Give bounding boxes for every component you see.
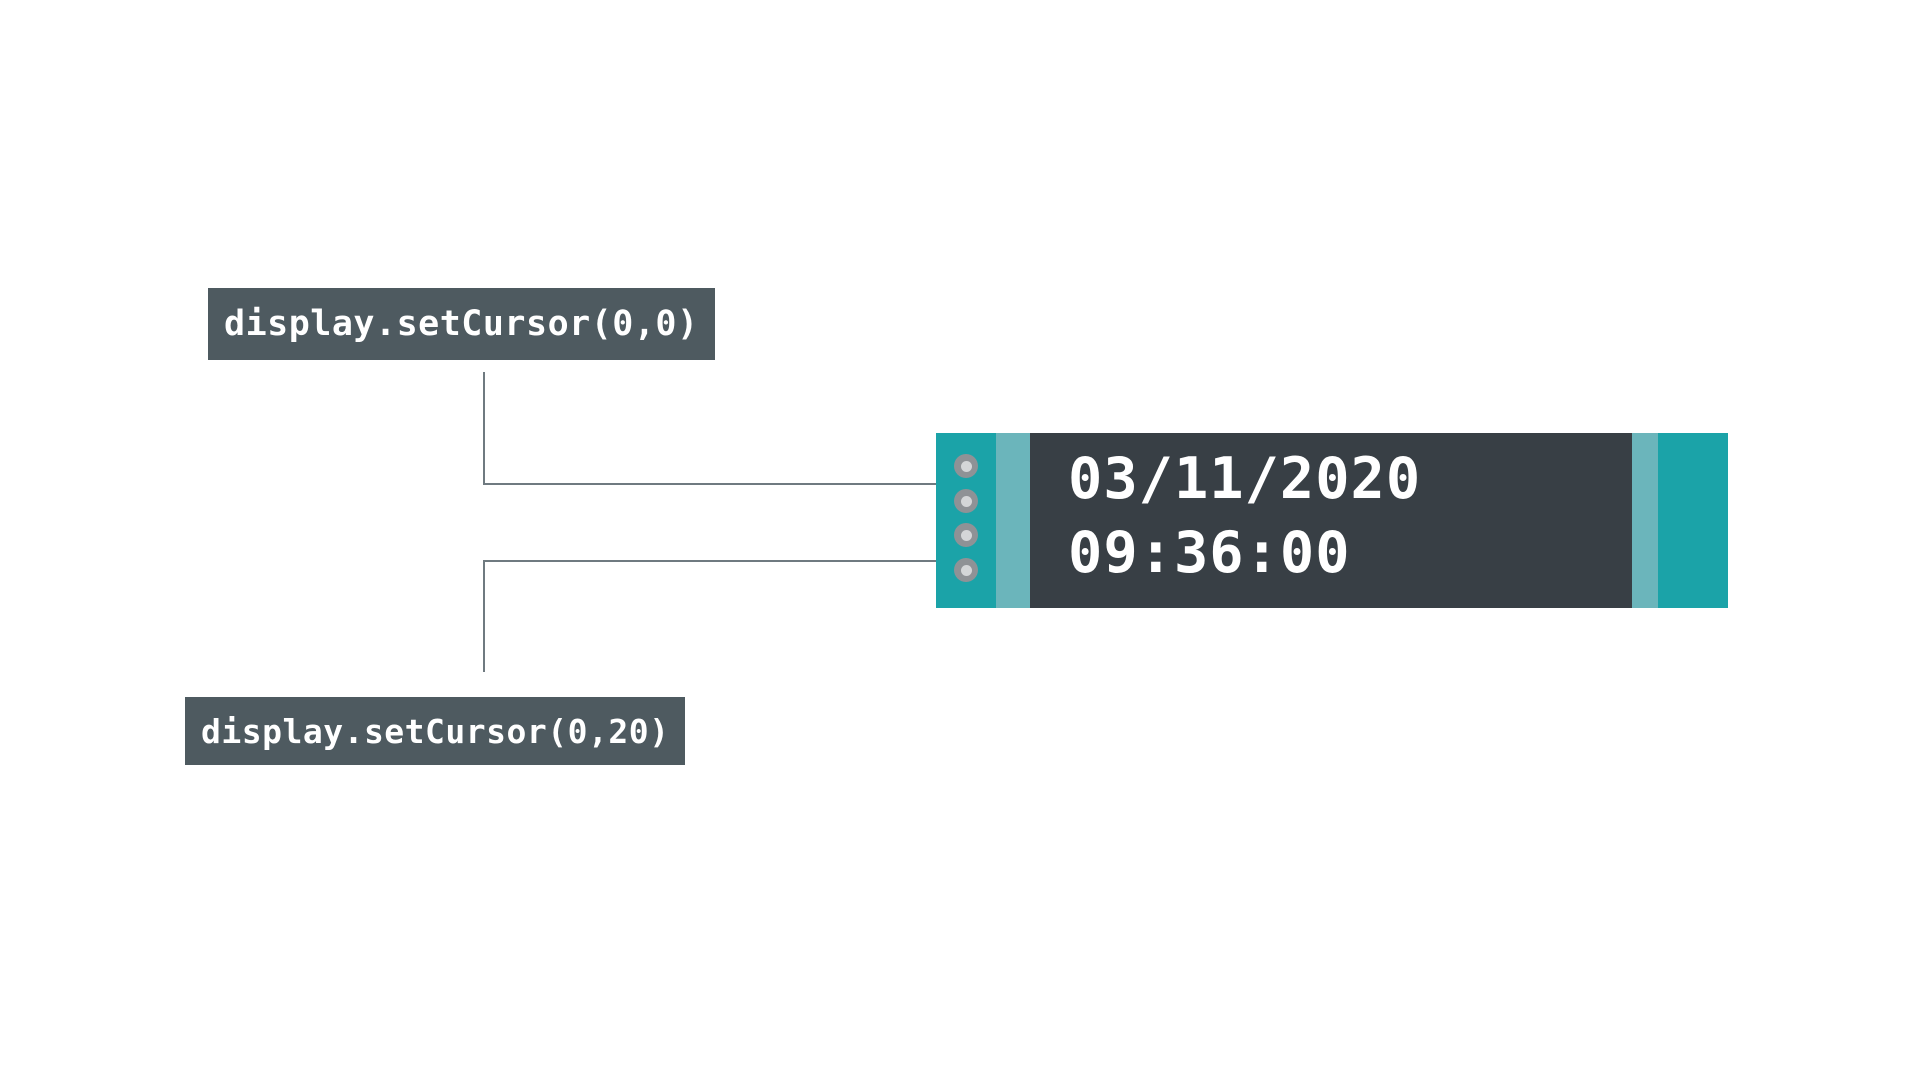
pcb-band-right — [1632, 433, 1658, 608]
mounting-pin-icon — [954, 523, 978, 547]
screen-line-date: 03/11/2020 — [1068, 446, 1422, 512]
pcb-band-left — [996, 433, 1030, 608]
pcb-strip-left — [936, 433, 996, 608]
mounting-pin-icon — [954, 558, 978, 582]
display-module: 03/11/2020 09:36:00 — [936, 433, 1728, 608]
pcb-strip-right — [1658, 433, 1728, 608]
callout-cursor-origin: display.setCursor(0,0) — [208, 288, 715, 360]
screen-line-time: 09:36:00 — [1068, 520, 1351, 586]
display-screen: 03/11/2020 09:36:00 — [1030, 433, 1632, 608]
mounting-pin-icon — [954, 454, 978, 478]
mounting-pin-icon — [954, 489, 978, 513]
callout-cursor-second-row: display.setCursor(0,20) — [185, 697, 686, 765]
